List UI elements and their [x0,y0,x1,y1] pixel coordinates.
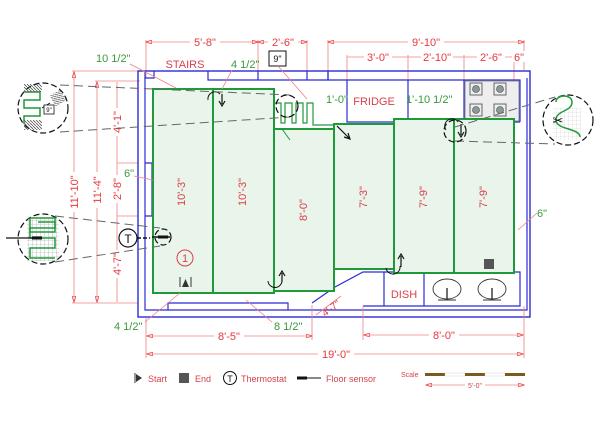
dim-top-sub-1: 3'-0" [367,52,389,64]
stove [464,80,520,122]
bottom-dimensions: 8'-5" 8'-0" 19'-0" [145,305,525,361]
sinks [432,278,507,301]
zone-number: 1 [182,253,188,265]
diagonal-dimension: 4'-7" [315,295,343,319]
clearance-left: 6" [124,168,134,180]
end-icon [179,373,189,383]
thermostat-symbol: T [124,232,132,246]
mat-label-3: 8'-0" [298,199,310,221]
start-marker [179,277,192,287]
stairs-label: STAIRS [166,59,205,71]
thermostat-icon [223,371,237,385]
legend-start-label: Start [148,374,168,384]
dim-bottom-right: 8'-0" [433,330,455,342]
dim-left-outer: 11'-10" [69,175,81,208]
mat-label-6: 7'-9" [478,186,490,208]
dim-left-seg-2: 2'-8" [112,178,124,200]
callout-right: ✂ [443,94,594,146]
mat-5 [393,118,455,274]
fridge-label: FRIDGE [353,96,395,108]
direction-arrows [207,91,465,288]
legend-floor-sensor-label: Floor sensor [326,374,376,384]
legend-end-label: End [195,374,211,384]
mat-label-4: 7'-3" [358,186,370,208]
legend: Start End T Thermostat Floor sensor [134,371,376,385]
clearance-right: 6" [537,208,547,220]
clearances: 10 1/2" 4 1/2" 9" 1'-0" 1'-10 1/2" 6" 6"… [96,50,547,333]
detail-box-label: 9" [273,54,281,64]
clearance-bottom-middle: 8 1/2" [274,321,302,333]
burner-icon [469,82,507,117]
callout-left [6,213,161,265]
clearance-top-middle: 4 1/2" [231,59,259,71]
dim-top-middle: 2'-6" [272,37,294,49]
dim-top-sub-4: 6" [514,52,524,64]
sink-icon [477,278,507,301]
dim-top-right: 9'-10" [412,37,440,49]
dim-left-seg-3: 4'-7" [112,253,124,275]
mat-6 [453,118,515,274]
dim-top-sub-2: 2'-10" [423,52,451,64]
thermostat: T [118,228,150,248]
clearance-fridge-right: 1'-10 1/2" [406,94,452,106]
left-dimensions: 11'-10" 11'-4" 4'-1" 2'-8" 4'-7" [68,70,140,304]
heating-mats: 10'-3" 10'-3" 8'-0" 7'-3" 7'-9" 7'-9" [152,88,515,294]
scale-value: 5'-0" [468,383,482,390]
floor-sensor [152,228,172,246]
mat-label-5: 7'-9" [418,186,430,208]
clearance-bottom-left: 4 1/2" [114,321,142,333]
legend-thermostat-label: Thermostat [241,374,287,384]
mat-label-2: 10'-3" [237,178,249,206]
zone-marker: 1 [176,249,194,267]
dim-bottom-total: 19'-0" [322,349,350,361]
sink-icon [432,278,462,301]
mat-4 [333,123,395,270]
legend-start: Start [134,373,168,384]
clearance-top-left: 10 1/2" [96,53,131,65]
dim-top-sub-3: 2'-6" [480,52,502,64]
legend-thermostat: T Thermostat [223,371,287,385]
mat-2 [212,88,275,294]
scale-label: Scale [401,372,419,379]
mat-label-1: 10'-3" [176,178,188,206]
scale-bar: Scale 5'-0" [401,372,525,390]
dim-diagonal: 4'-7" [320,298,343,319]
end-marker [484,259,494,269]
dim-top-left: 5'-8" [194,37,216,49]
dim-bottom-left: 8'-5" [218,331,240,343]
start-icon [136,374,142,382]
callout-box-label: 9" [46,108,51,114]
clearance-fridge-left: 1'-0" [326,94,348,106]
callout-top-left: 9" [17,82,299,134]
dim-left-seg-1: 4'-1" [112,111,124,133]
legend-end: End [179,373,211,384]
svg-text:T: T [227,374,233,384]
dish-label: DISH [391,289,417,301]
dim-left-inner: 11'-4" [92,176,104,203]
legend-floor-sensor: Floor sensor [297,374,376,384]
scissors-icon: ✂ [553,113,564,128]
